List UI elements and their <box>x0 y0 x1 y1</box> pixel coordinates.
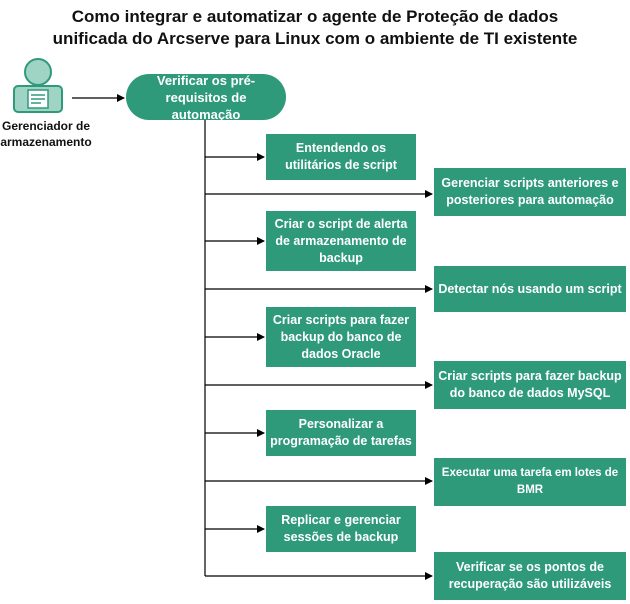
step-box: Entendendo os utilitários de script <box>266 134 416 180</box>
title-line-2: unificada do Arcserve para Linux com o a… <box>52 29 578 48</box>
actor-label: Gerenciador de armazenamento <box>0 118 92 150</box>
title-line-1: Como integrar e automatizar o agente de … <box>71 7 559 26</box>
step-box: Replicar e gerenciar sessões de backup <box>266 506 416 552</box>
step-box: Detectar nós usando um script <box>434 266 626 312</box>
actor-label-line-2: armazenamento <box>0 135 92 149</box>
start-step: Verificar os pré-requisitos de automação <box>126 73 286 122</box>
actor-label-line-1: Gerenciador de <box>1 119 91 133</box>
step-box: Criar scripts para fazer backup do banco… <box>434 361 626 409</box>
step-box: Criar o script de alerta de armazenament… <box>266 211 416 271</box>
diagram-title: Como integrar e automatizar o agente de … <box>0 6 630 50</box>
storage-manager-icon <box>8 56 68 119</box>
step-box: Gerenciar scripts anteriores e posterior… <box>434 168 626 216</box>
step-box: Personalizar a programação de tarefas <box>266 410 416 456</box>
step-box: Verificar se os pontos de recuperação sã… <box>434 552 626 600</box>
step-box: Criar scripts para fazer backup do banco… <box>266 307 416 367</box>
step-box: Executar uma tarefa em lotes de BMR <box>434 458 626 506</box>
